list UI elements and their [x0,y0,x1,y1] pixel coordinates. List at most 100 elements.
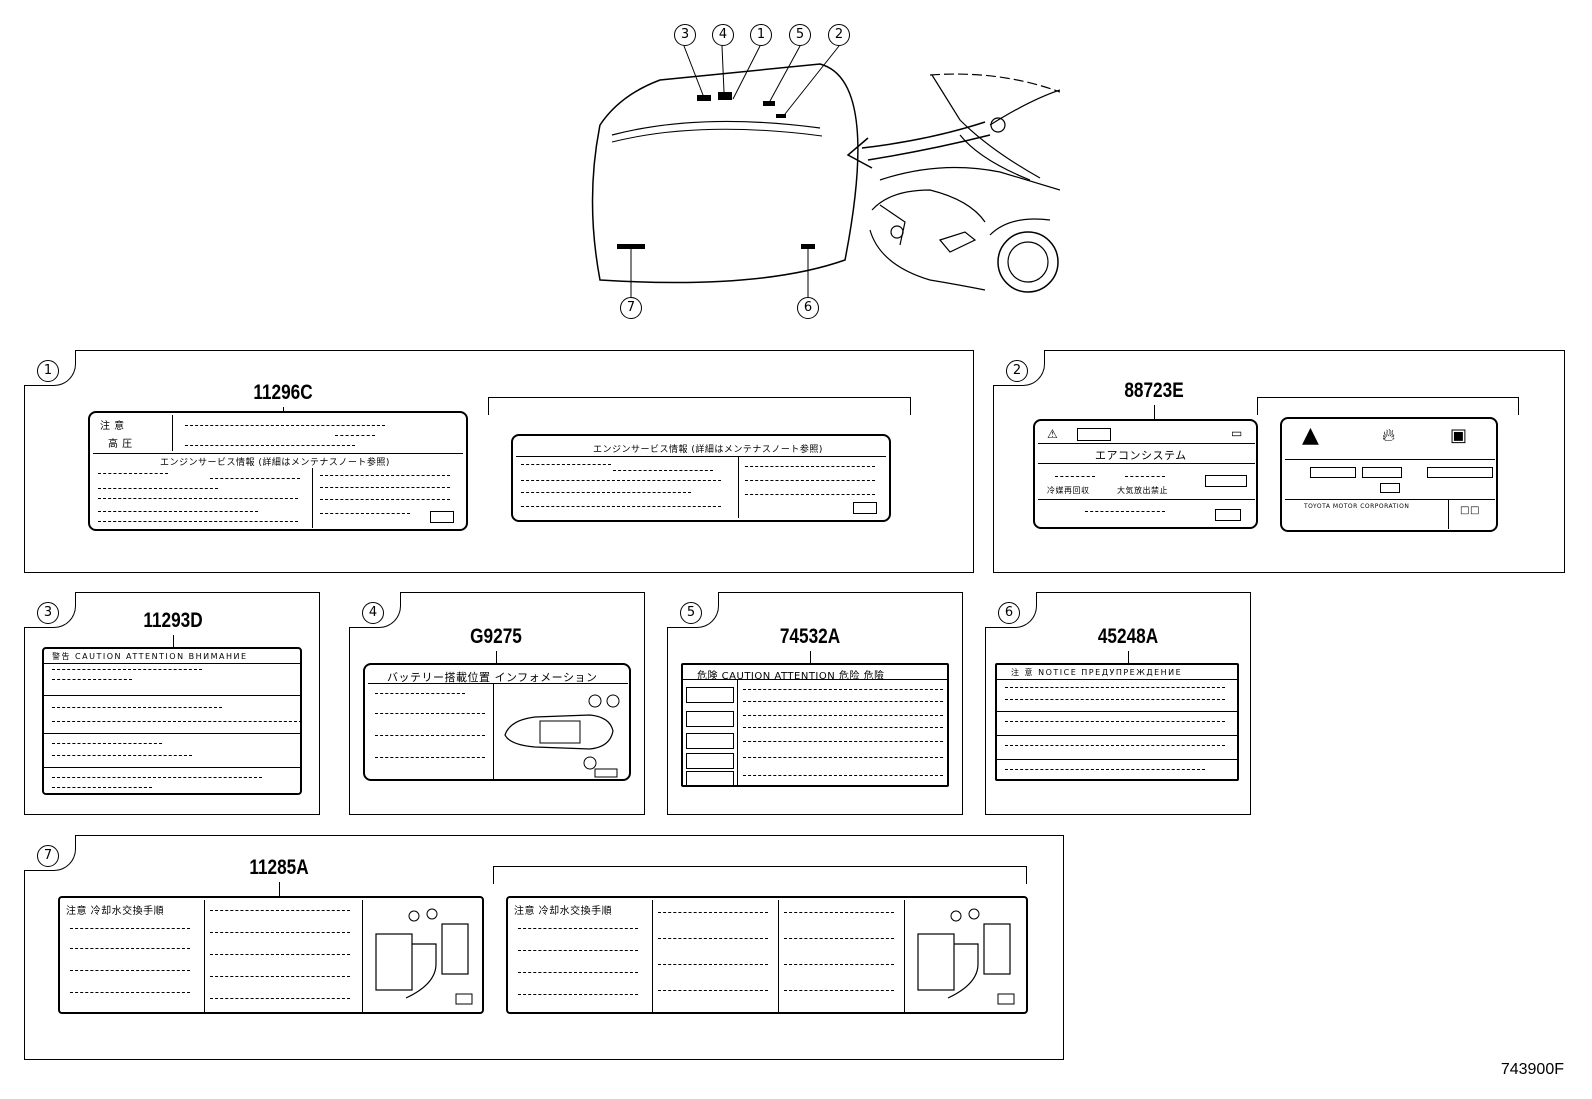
label-box [1077,428,1111,441]
label-box [686,733,734,749]
label-text-caution: 注 意 [100,421,125,432]
label-box [1205,475,1247,487]
panel-5: 5 74532A 危険 CAUTION ATTENTION 危险 危險 [667,592,963,815]
label-box [686,711,734,727]
panel-number: 1 [37,360,59,382]
label-box [686,753,734,769]
panel-2: 2 88723E ⚠ ▭ エアコンシステム 冷媒再回収 大気放出禁止 ▲ 🔥︎ … [993,350,1565,573]
placeholder-line [745,480,875,481]
label-g9275: バッテリー搭載位置 インフォメーション [363,663,631,781]
label-text-maker: TOYOTA MOTOR CORPORATION [1304,503,1410,510]
placeholder-line [52,679,132,680]
placeholder-line [320,475,450,476]
placeholder-line [98,511,258,512]
callout-6: 6 [797,297,819,319]
label-divider [1038,499,1255,500]
placeholder-line [745,494,875,495]
label-divider [362,900,363,1012]
radiator-reservoir-icon [917,908,1015,1005]
label-divider [652,900,653,1012]
placeholder-line [375,735,485,736]
placeholder-line [98,521,298,522]
label-divider [44,695,300,696]
placeholder-line [375,757,485,758]
label-divider [93,453,463,454]
label-88723e-primary: ⚠ ▭ エアコンシステム 冷媒再回収 大気放出禁止 [1033,419,1258,529]
part-number: 11293D [143,609,203,632]
label-divider [1448,499,1449,529]
placeholder-line [52,743,162,744]
alternative-bracket [493,866,1027,884]
placeholder-line [70,970,190,971]
panel-number: 6 [998,602,1020,624]
placeholder-line [521,492,691,493]
placeholder-line [658,990,768,991]
label-divider [683,679,947,680]
callout-1: 1 [750,24,772,46]
leader-line [496,651,497,663]
placeholder-line [70,992,190,993]
panel-4: 4 G9275 バッテリー搭載位置 インフォメーション [349,592,645,815]
callout-7: 7 [620,297,642,319]
placeholder-line [743,727,943,728]
alternative-bracket [488,397,911,415]
part-number: 88723E [1124,379,1184,402]
label-divider [44,733,300,734]
label-box [686,771,734,785]
diagram-code: 743900F [1500,1061,1564,1078]
placeholder-line [1005,699,1225,700]
label-11293d: 警告 CAUTION ATTENTION ВНИМАНИЕ [42,647,302,795]
label-11285a-primary: 注意 冷却水交換手順 [58,896,484,1014]
label-box [1427,467,1493,478]
placeholder-line [1005,687,1225,688]
label-divider [312,468,313,528]
placeholder-line [210,998,350,999]
placeholder-line [1055,476,1095,477]
callout-3: 3 [674,24,696,46]
placeholder-line [98,488,218,489]
label-text-battery: バッテリー搭載位置 インフォメーション [387,671,598,684]
placeholder-line [743,775,943,776]
placeholder-line [521,506,721,507]
placeholder-line [1005,721,1225,722]
label-divider [1285,499,1495,500]
placeholder-line [1005,745,1225,746]
label-box [1362,467,1402,478]
callout-5: 5 [789,24,811,46]
placeholder-line [518,928,638,929]
callout-4: 4 [712,24,734,46]
part-number: G9275 [470,625,522,648]
hood-overview-drawing [591,45,1060,297]
label-text-coolant: 注意 冷却水交換手順 [66,906,165,917]
panel-number: 3 [37,602,59,624]
panel-number: 2 [1006,360,1028,382]
placeholder-line [743,715,943,716]
label-88723e-alternative: ▲ 🔥︎ ▣ TOYOTA MOTOR CORPORATION □□ [1280,417,1498,532]
car-topview-icon [504,694,620,778]
flame-icon: 🔥︎ [1382,425,1396,446]
label-text-no-release: 大気放出禁止 [1117,486,1168,495]
placeholder-line [70,928,190,929]
label-divider [738,456,739,518]
label-11296c-alternative: エンジンサービス情報 (詳細はメンテナスノート参照) [511,434,891,522]
placeholder-line [210,976,350,977]
label-divider [904,900,905,1012]
label-74532a: 危険 CAUTION ATTENTION 危险 危險 [681,663,949,787]
placeholder-line [335,435,375,436]
label-divider [1038,463,1255,464]
placeholder-line [743,689,943,690]
placeholder-line [98,473,168,474]
manual-icon: ▣ [1450,425,1468,446]
label-divider [737,679,738,785]
leader-line [279,882,280,896]
placeholder-line [210,932,350,933]
label-text-engine-info: エンジンサービス情報 (詳細はメンテナスノート参照) [593,445,823,455]
part-number: 45248A [1097,625,1159,648]
label-divider [44,663,300,664]
placeholder-line [784,964,894,965]
placeholder-line [743,701,943,702]
label-divider [997,711,1237,712]
placeholder-line [518,950,638,951]
placeholder-line [210,954,350,955]
placeholder-line [658,964,768,965]
